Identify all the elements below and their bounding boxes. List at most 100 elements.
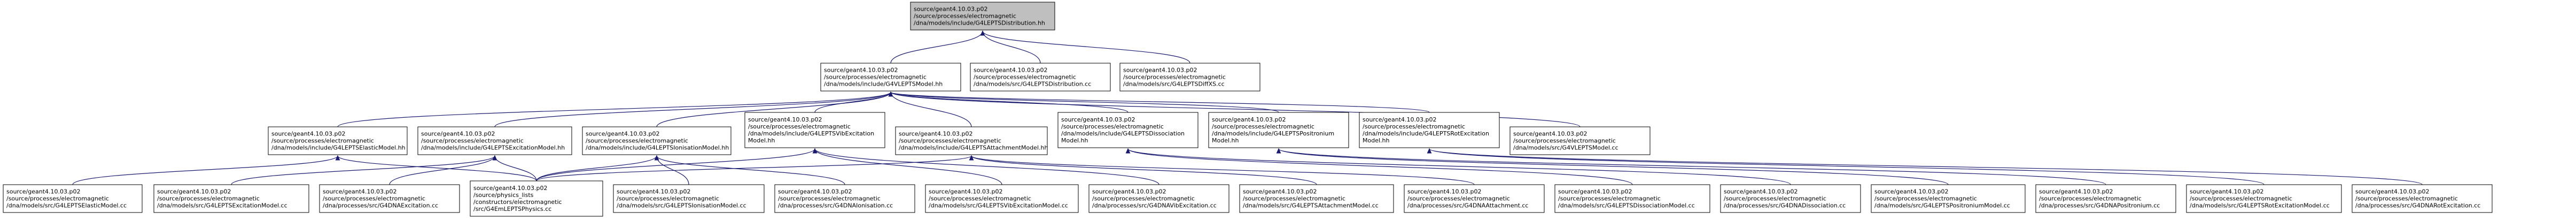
file-nodes: source/geant4.10.03.p02/source/processes…: [3, 2, 2493, 217]
node-label-line: source/geant4.10.03.p02: [778, 188, 852, 195]
node-box: [970, 63, 1111, 92]
node-label-line: source/geant4.10.03.p02: [1092, 188, 1166, 195]
edge-elastic_hh-to-model_hh: [337, 92, 891, 127]
node-distribution-cc[interactable]: source/geant4.10.03.p02/source/processes…: [970, 63, 1111, 92]
node-label-line: Model.hh: [1061, 137, 1088, 144]
node-dissociation-hh[interactable]: source/geant4.10.03.p02/source/processes…: [1057, 112, 1198, 148]
node-label-line: /source/processes/electromagnetic: [323, 195, 425, 202]
node-label-line: /dna/models/include/G4LEPTSElasticModel.…: [271, 145, 406, 151]
node-vmodel-cc[interactable]: source/geant4.10.03.p02/source/processes…: [1509, 126, 1651, 155]
node-label-line: /source/processes/electromagnetic: [617, 195, 719, 202]
node-g4dnapositronium-cc[interactable]: source/geant4.10.03.p02/source/processes…: [2035, 184, 2176, 213]
node-g4dnavibexc-cc[interactable]: source/geant4.10.03.p02/source/processes…: [1088, 184, 1229, 213]
node-rotexc-hh[interactable]: source/geant4.10.03.p02/source/processes…: [1359, 112, 1500, 148]
node-label-line: /dna/processes/src/G4DNAPositronium.cc: [2039, 202, 2160, 209]
edge-excitation_cc-to-excitation_hh: [231, 156, 495, 185]
node-box: [470, 180, 603, 217]
node-attachment-cc[interactable]: source/geant4.10.03.p02/source/processes…: [1239, 184, 1394, 213]
node-label-line: source/geant4.10.03.p02: [2355, 188, 2429, 195]
node-label-line: /dna/models/include/G4LEPTSIonisationMod…: [586, 145, 729, 151]
node-box: [268, 126, 408, 155]
node-label-line: /dna/models/src/G4LEPTSRotExcitationMode…: [2190, 202, 2330, 209]
node-label-line: /dna/models/include/G4LEPTSExcitationMod…: [421, 145, 565, 151]
node-box: [3, 184, 143, 213]
edge-dissociation_cc-to-dissociation_hh: [1128, 149, 1633, 185]
node-label-line: source/geant4.10.03.p02: [929, 188, 1002, 195]
node-excitation-hh[interactable]: source/geant4.10.03.p02/source/processes…: [417, 126, 572, 155]
edge-physics_cc-to-excitation_hh: [495, 156, 537, 181]
node-label-line: /source/processes/electromagnetic: [1513, 138, 1616, 145]
node-label-line: /source/processes/electromagnetic: [974, 74, 1076, 81]
node-model-hh[interactable]: source/geant4.10.03.p02/source/processes…: [820, 63, 961, 92]
node-g4dnarotexc-cc[interactable]: source/geant4.10.03.p02/source/processes…: [2352, 184, 2493, 213]
node-label-line: /source/processes/electromagnetic: [824, 74, 927, 81]
node-vibexc-cc[interactable]: source/geant4.10.03.p02/source/processes…: [925, 184, 1079, 213]
node-label-line: /constructors/electromagnetic: [473, 199, 562, 206]
node-diffxs-cc[interactable]: source/geant4.10.03.p02/source/processes…: [1119, 63, 1260, 92]
node-dissociation-cc[interactable]: source/geant4.10.03.p02/source/processes…: [1554, 184, 1710, 213]
node-box: [1720, 184, 1861, 213]
edge-attachment_hh-to-model_hh: [891, 92, 972, 127]
node-g4dnaionisation-cc[interactable]: source/geant4.10.03.p02/source/processes…: [774, 184, 915, 213]
node-label-line: /source/processes/electromagnetic: [2190, 195, 2292, 202]
node-elastic-cc[interactable]: source/geant4.10.03.p02/source/processes…: [3, 184, 143, 213]
node-label-line: source/geant4.10.03.p02: [748, 116, 822, 123]
node-label-line: source/geant4.10.03.p02: [271, 131, 345, 138]
node-label-line: /source/processes/electromagnetic: [2039, 195, 2142, 202]
node-label-line: /source/processes/electromagnetic: [929, 195, 1031, 202]
node-g4dnaattachment-cc[interactable]: source/geant4.10.03.p02/source/processes…: [1404, 184, 1545, 213]
node-label-line: /dna/processes/src/G4DNAIonisation.cc: [778, 202, 893, 209]
node-label-line: /dna/models/include/G4LEPTSRotExcitation: [1363, 130, 1489, 137]
node-physics-cc[interactable]: source/geant4.10.03.p02/source/physics_l…: [470, 180, 603, 217]
edge-physics_cc-to-elastic_hh: [338, 156, 537, 181]
node-label-line: /dna/models/src/G4LEPTSDistribution.cc: [974, 81, 1091, 88]
edge-positronium_cc-to-positronium_hh: [1279, 149, 1949, 185]
node-label-line: source/geant4.10.03.p02: [6, 188, 80, 195]
node-elastic-hh[interactable]: source/geant4.10.03.p02/source/processes…: [268, 126, 408, 155]
node-label-line: source/geant4.10.03.p02: [473, 185, 547, 192]
node-box: [2186, 184, 2342, 213]
node-label-line: source/geant4.10.03.p02: [1363, 116, 1436, 123]
node-label-line: source/geant4.10.03.p02: [1212, 116, 1286, 123]
node-label-line: /source/processes/electromagnetic: [271, 138, 374, 145]
node-label-line: /dna/models/include/G4LEPTSAttachmentMod…: [899, 145, 1048, 151]
edge-rotexc_hh-to-model_hh: [891, 92, 1430, 113]
node-label-line: source/geant4.10.03.p02: [421, 131, 495, 138]
node-box: [1359, 112, 1500, 148]
node-ionisation-hh[interactable]: source/geant4.10.03.p02/source/processes…: [582, 126, 731, 155]
node-positronium-cc[interactable]: source/geant4.10.03.p02/source/processes…: [1871, 184, 2026, 213]
edge-physics_cc-to-ionisation_hh: [536, 156, 657, 181]
node-label-line: /dna/processes/src/G4DNADissociation.cc: [1724, 202, 1846, 209]
node-label-line: source/geant4.10.03.p02: [2190, 188, 2263, 195]
node-label-line: source/geant4.10.03.p02: [2039, 188, 2113, 195]
edge-elastic_cc-to-elastic_hh: [72, 156, 338, 185]
node-label-line: /source/processes/electromagnetic: [421, 138, 524, 145]
node-rotexc-cc[interactable]: source/geant4.10.03.p02/source/processes…: [2186, 184, 2342, 213]
node-box: [895, 126, 1048, 155]
node-root[interactable]: source/geant4.10.03.p02/source/processes…: [910, 2, 1055, 31]
node-attachment-hh[interactable]: source/geant4.10.03.p02/source/processes…: [895, 126, 1048, 155]
node-label-line: /dna/processes/src/G4DNARotExcitation.cc: [2355, 202, 2480, 209]
node-g4dnadissociation-cc[interactable]: source/geant4.10.03.p02/source/processes…: [1720, 184, 1861, 213]
node-label-line: Model.hh: [748, 137, 775, 144]
edge-physics_cc-to-attachment_hh: [536, 156, 971, 181]
node-excitation-cc[interactable]: source/geant4.10.03.p02/source/processes…: [153, 184, 309, 213]
node-ionisation-cc[interactable]: source/geant4.10.03.p02/source/processes…: [613, 184, 765, 213]
edge-g4dnadissociation_cc-to-dissociation_hh: [1128, 149, 1791, 185]
edge-g4dnapositronium_cc-to-positronium_hh: [1279, 149, 2106, 185]
edge-attachment_cc-to-attachment_hh: [971, 156, 1317, 185]
node-g4dnaexcitation-cc[interactable]: source/geant4.10.03.p02/source/processes…: [319, 184, 460, 213]
node-label-line: source/geant4.10.03.p02: [1558, 188, 1632, 195]
node-vibexc-hh[interactable]: source/geant4.10.03.p02/source/processes…: [744, 112, 885, 148]
node-label-line: source/geant4.10.03.p02: [1724, 188, 1797, 195]
node-label-line: /source/processes/electromagnetic: [1407, 195, 1510, 202]
node-label-line: /source/processes/electromagnetic: [1123, 74, 1226, 81]
node-label-line: source/geant4.10.03.p02: [617, 188, 690, 195]
node-label-line: /dna/models/src/G4LEPTSDissociationModel…: [1558, 202, 1695, 209]
node-label-line: /dna/models/include/G4LEPTSDissociation: [1061, 130, 1185, 137]
node-label-line: /source/processes/electromagnetic: [1363, 123, 1465, 130]
node-label-line: source/geant4.10.03.p02: [323, 188, 396, 195]
node-positronium-hh[interactable]: source/geant4.10.03.p02/source/processes…: [1208, 112, 1349, 148]
node-box: [417, 126, 572, 155]
node-box: [1208, 112, 1349, 148]
